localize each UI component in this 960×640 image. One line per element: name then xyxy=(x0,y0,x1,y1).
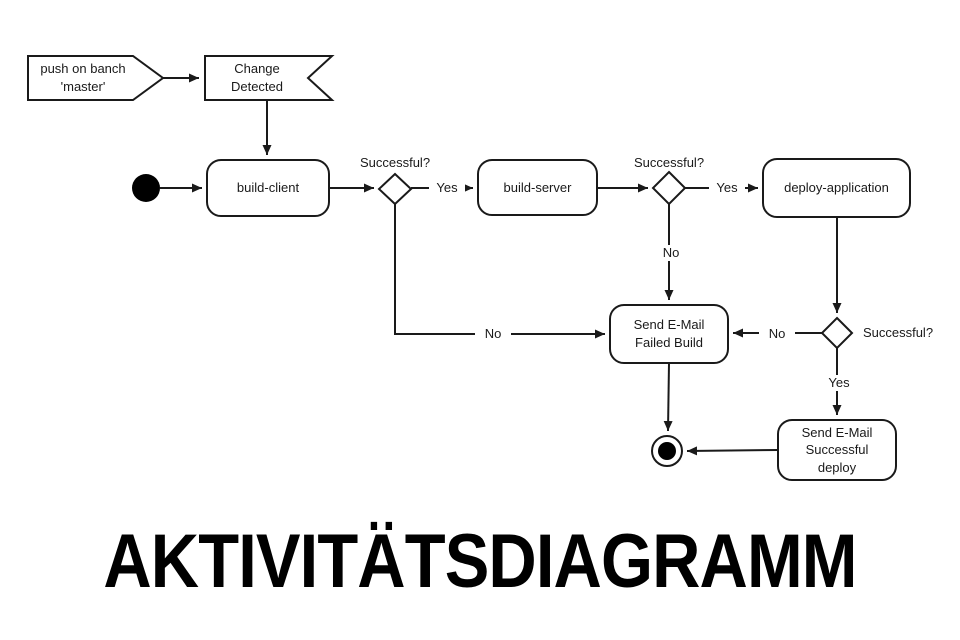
diagram-title: AKTIVITÄTSDIAGRAMM xyxy=(103,519,857,604)
edge-label-no-build-client: No xyxy=(475,326,511,342)
edge-label-yes-build-client: Yes xyxy=(429,180,465,196)
initial-node xyxy=(132,174,160,202)
send-email-success-label: Send E-Mail Successful deploy xyxy=(801,424,873,475)
decision-build-client-label: Successful? xyxy=(359,155,431,171)
action-send-email-success xyxy=(777,419,897,481)
edge-label-yes-deploy: Yes xyxy=(821,375,857,391)
action-build-server xyxy=(477,159,598,216)
action-send-email-failed xyxy=(609,304,729,364)
decision-deploy-label: Successful? xyxy=(862,325,934,341)
edge-decision1-no-to-failed xyxy=(394,204,605,339)
decision-build-server-label: Successful? xyxy=(633,155,705,171)
edge-success-to-final xyxy=(686,446,779,456)
send-signal-shape xyxy=(27,55,165,101)
receive-signal-label: Change Detected xyxy=(230,61,284,94)
final-node-core xyxy=(658,442,676,460)
build-server-label: build-server xyxy=(503,179,572,195)
send-signal-label: push on banch 'master' xyxy=(40,61,126,94)
build-client-label: build-client xyxy=(236,180,300,196)
decision-build-client xyxy=(377,172,413,206)
edge-label-no-build-server: No xyxy=(653,245,689,261)
edge-label-yes-build-server: Yes xyxy=(709,180,745,196)
action-build-client xyxy=(206,159,330,217)
send-email-failed-label: Send E-Mail Failed Build xyxy=(633,317,705,350)
deploy-application-label: deploy-application xyxy=(784,180,889,196)
action-deploy-application xyxy=(762,158,911,218)
edge-label-no-deploy: No xyxy=(759,326,795,342)
decision-build-server xyxy=(651,170,687,206)
decision-deploy xyxy=(820,316,854,350)
edge-failed-to-final xyxy=(663,362,673,432)
receive-signal-shape xyxy=(204,55,335,101)
